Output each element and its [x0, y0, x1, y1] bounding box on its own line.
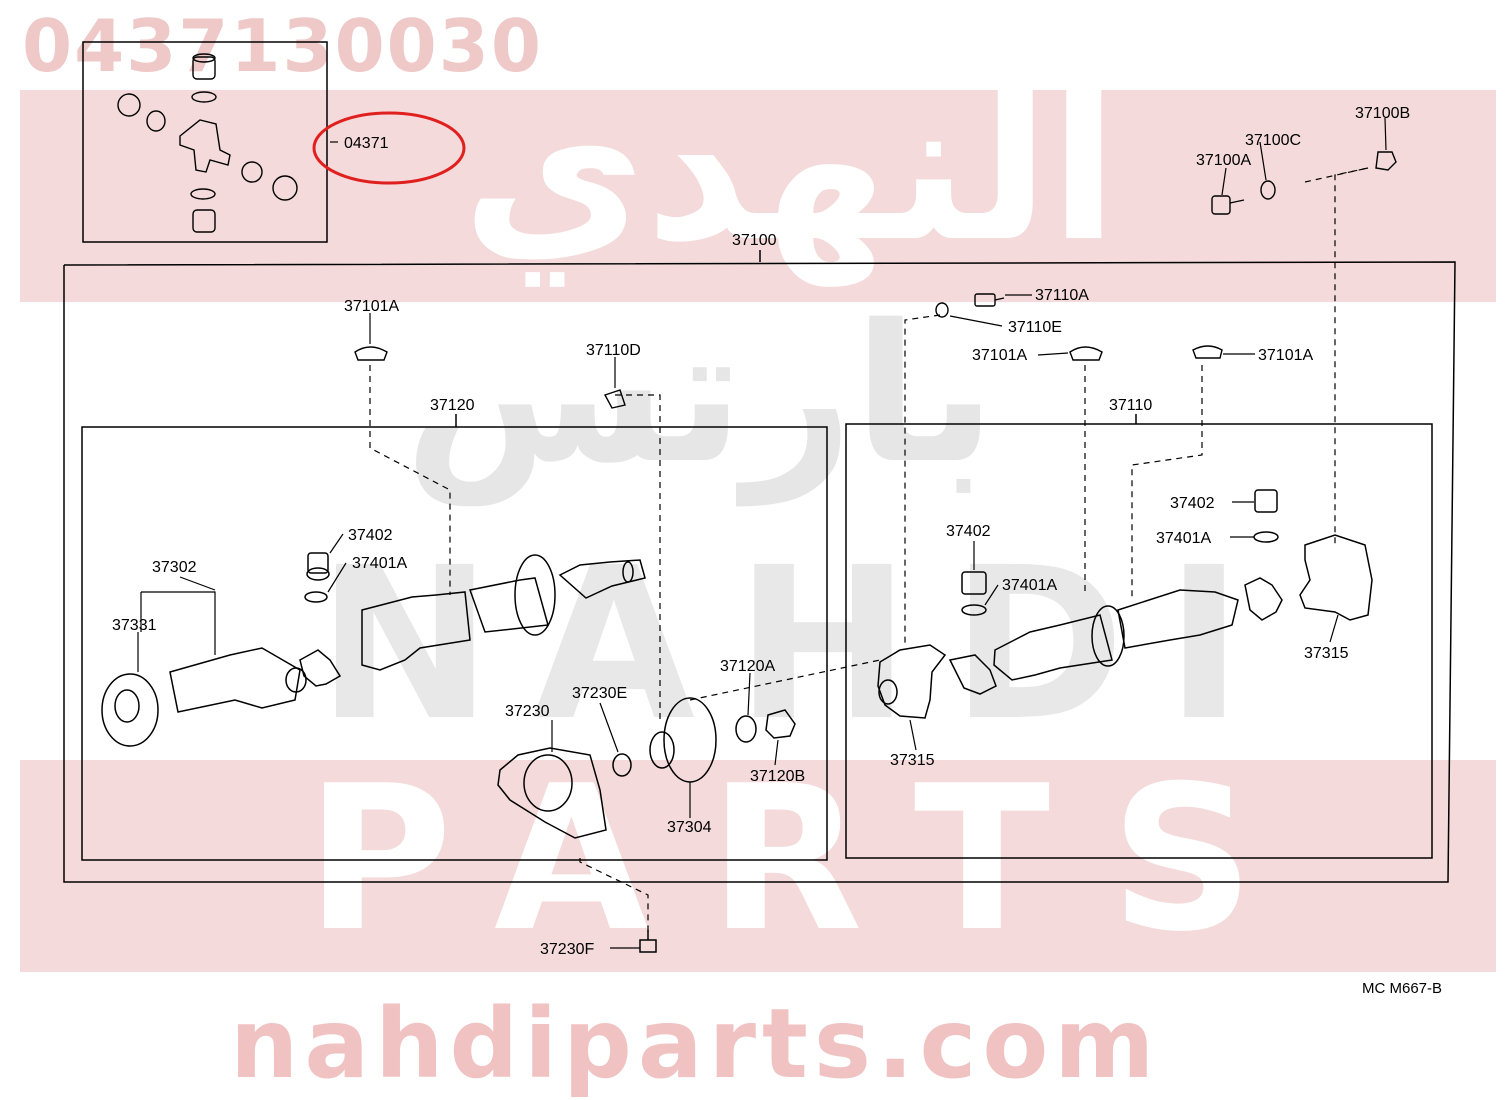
label-37402-left: 37402: [348, 527, 393, 544]
rear-shaft-frame: [845, 423, 1433, 859]
highlight-circle: [312, 111, 466, 185]
label-37101a-left: 37101A: [344, 298, 399, 315]
inset-frame: [82, 41, 328, 243]
label-37230f: 37230F: [540, 941, 594, 958]
label-37110: 37110: [1109, 397, 1152, 414]
label-37110e: 37110E: [1008, 319, 1062, 336]
label-37110a: 37110A: [1035, 287, 1089, 304]
label-37302: 37302: [152, 559, 197, 576]
label-37100a: 37100A: [1196, 152, 1251, 169]
assembly-frame: [63, 261, 1456, 883]
label-37230: 37230: [505, 703, 550, 720]
label-37110d: 37110D: [586, 342, 641, 359]
label-37401a-left: 37401A: [352, 555, 407, 572]
label-37402-mid: 37402: [946, 523, 991, 540]
watermark-arabic-brand: النهدي: [461, 53, 1119, 286]
diagram-code: MC M667-B: [1362, 980, 1443, 997]
label-37331: 37331: [112, 617, 157, 634]
label-37101a-mid: 37101A: [972, 347, 1027, 364]
label-37100c: 37100C: [1245, 132, 1301, 149]
label-37230e: 37230E: [572, 685, 627, 702]
watermark-nahdi: NAHDI: [316, 522, 1284, 767]
label-37120a: 37120A: [720, 658, 775, 675]
label-37402-right: 37402: [1170, 495, 1215, 512]
watermark-band-bottom: [20, 760, 1496, 972]
label-37315-mid: 37315: [890, 752, 935, 769]
label-04371: 04371: [344, 135, 389, 152]
front-shaft-frame: [81, 426, 828, 861]
label-37100b: 37100B: [1355, 105, 1410, 122]
label-37401a-mid: 37401A: [1002, 577, 1057, 594]
label-37401a-right: 37401A: [1156, 530, 1211, 547]
label-37100: 37100: [732, 232, 777, 249]
watermark-website: nahdiparts.com: [230, 988, 1161, 1100]
label-37101a-right: 37101A: [1258, 347, 1313, 364]
label-37315-right: 37315: [1304, 645, 1349, 662]
watermark-band-top: [20, 90, 1496, 302]
part-number-watermark: 0437130030: [22, 4, 543, 88]
label-37120b: 37120B: [750, 768, 805, 785]
label-37304: 37304: [667, 819, 712, 836]
label-37120: 37120: [430, 397, 475, 414]
watermark-arabic-parts: بارتس: [404, 284, 996, 505]
